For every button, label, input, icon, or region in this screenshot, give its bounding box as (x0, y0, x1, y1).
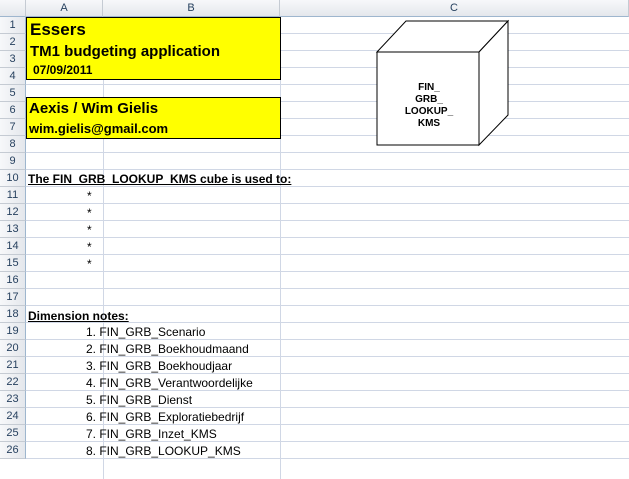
grid-line (26, 322, 629, 323)
row-header[interactable]: 14 (0, 238, 26, 255)
cube-label: FIN_ GRB_ LOOKUP_ KMS (404, 82, 454, 129)
row-header[interactable]: 20 (0, 340, 26, 357)
row-header[interactable]: 24 (0, 408, 26, 425)
author-name: Aexis / Wim Gielis (29, 100, 159, 117)
row-header[interactable]: 17 (0, 289, 26, 306)
grid-line (26, 118, 629, 119)
row-header[interactable]: 11 (0, 187, 26, 204)
grid-line (26, 458, 629, 459)
grid-line (26, 424, 629, 425)
row-header[interactable]: 2 (0, 34, 26, 51)
title-box (26, 17, 281, 80)
grid-line (26, 169, 629, 170)
row-header[interactable]: 12 (0, 204, 26, 221)
row-header[interactable]: 7 (0, 119, 26, 136)
grid-line (26, 101, 629, 102)
row-header[interactable]: 19 (0, 323, 26, 340)
grid-line (26, 203, 629, 204)
row-header[interactable]: 13 (0, 221, 26, 238)
grid-line (26, 33, 629, 34)
app-date: 07/09/2011 (33, 63, 93, 77)
dimension-item: 6. FIN_GRB_Exploratiebedrijf (86, 410, 245, 424)
dimension-item: 5. FIN_GRB_Dienst (86, 393, 193, 407)
bullet-item: * (87, 257, 92, 271)
grid-line (26, 254, 629, 255)
company-name: Essers (30, 20, 86, 39)
dimension-item: 2. FIN_GRB_Boekhoudmaand (86, 342, 249, 356)
grid-line (280, 17, 281, 479)
select-all-corner[interactable] (0, 0, 26, 17)
row-header[interactable]: 15 (0, 255, 26, 272)
dimension-item: 1. FIN_GRB_Scenario (86, 325, 206, 339)
bullet-item: * (87, 206, 92, 220)
dimension-item: 4. FIN_GRB_Verantwoordelijke (86, 376, 253, 390)
dimension-item: 3. FIN_GRB_Boekhoudjaar (86, 359, 233, 373)
row-header[interactable]: 23 (0, 391, 26, 408)
row-header[interactable]: 3 (0, 51, 26, 68)
grid-line (26, 135, 629, 136)
dimension-item: 8. FIN_GRB_LOOKUP_KMS (86, 444, 241, 458)
column-header-c[interactable]: C (280, 0, 629, 17)
bullet-item: * (87, 189, 92, 203)
grid-line (26, 390, 629, 391)
grid-line (26, 339, 629, 340)
row-header[interactable]: 18 (0, 306, 26, 323)
author-box (26, 97, 281, 139)
grid-line (26, 441, 629, 442)
column-header-a[interactable]: A (26, 0, 103, 17)
grid-line (26, 50, 629, 51)
grid-line (26, 305, 629, 306)
usage-heading: The FIN_GRB_LOOKUP_KMS cube is used to: (28, 172, 292, 186)
grid-line (26, 84, 629, 85)
row-header[interactable]: 6 (0, 102, 26, 119)
grid-line (26, 237, 629, 238)
row-header[interactable]: 21 (0, 357, 26, 374)
grid-line (26, 152, 629, 153)
grid-line (26, 356, 629, 357)
grid-line (103, 17, 104, 479)
row-header[interactable]: 8 (0, 136, 26, 153)
dimension-item: 7. FIN_GRB_Inzet_KMS (86, 427, 217, 441)
grid-line (26, 271, 629, 272)
grid-line (26, 407, 629, 408)
grid-line (26, 67, 629, 68)
grid-line (26, 288, 629, 289)
grid-line (26, 186, 629, 187)
row-header[interactable]: 22 (0, 374, 26, 391)
row-header[interactable]: 10 (0, 170, 26, 187)
row-header[interactable]: 5 (0, 85, 26, 102)
bullet-item: * (87, 223, 92, 237)
row-header[interactable]: 26 (0, 442, 26, 459)
grid-line (26, 220, 629, 221)
row-header[interactable]: 16 (0, 272, 26, 289)
row-header[interactable]: 25 (0, 425, 26, 442)
bullet-item: * (87, 240, 92, 254)
app-title: TM1 budgeting application (30, 43, 220, 60)
author-email: wim.gielis@gmail.com (29, 121, 169, 136)
dimension-notes-heading: Dimension notes: (28, 309, 129, 323)
grid-line (26, 373, 629, 374)
column-header-b[interactable]: B (103, 0, 280, 17)
cube-shape[interactable] (375, 19, 512, 147)
row-header[interactable]: 1 (0, 17, 26, 34)
row-header[interactable]: 4 (0, 68, 26, 85)
row-header[interactable]: 9 (0, 153, 26, 170)
